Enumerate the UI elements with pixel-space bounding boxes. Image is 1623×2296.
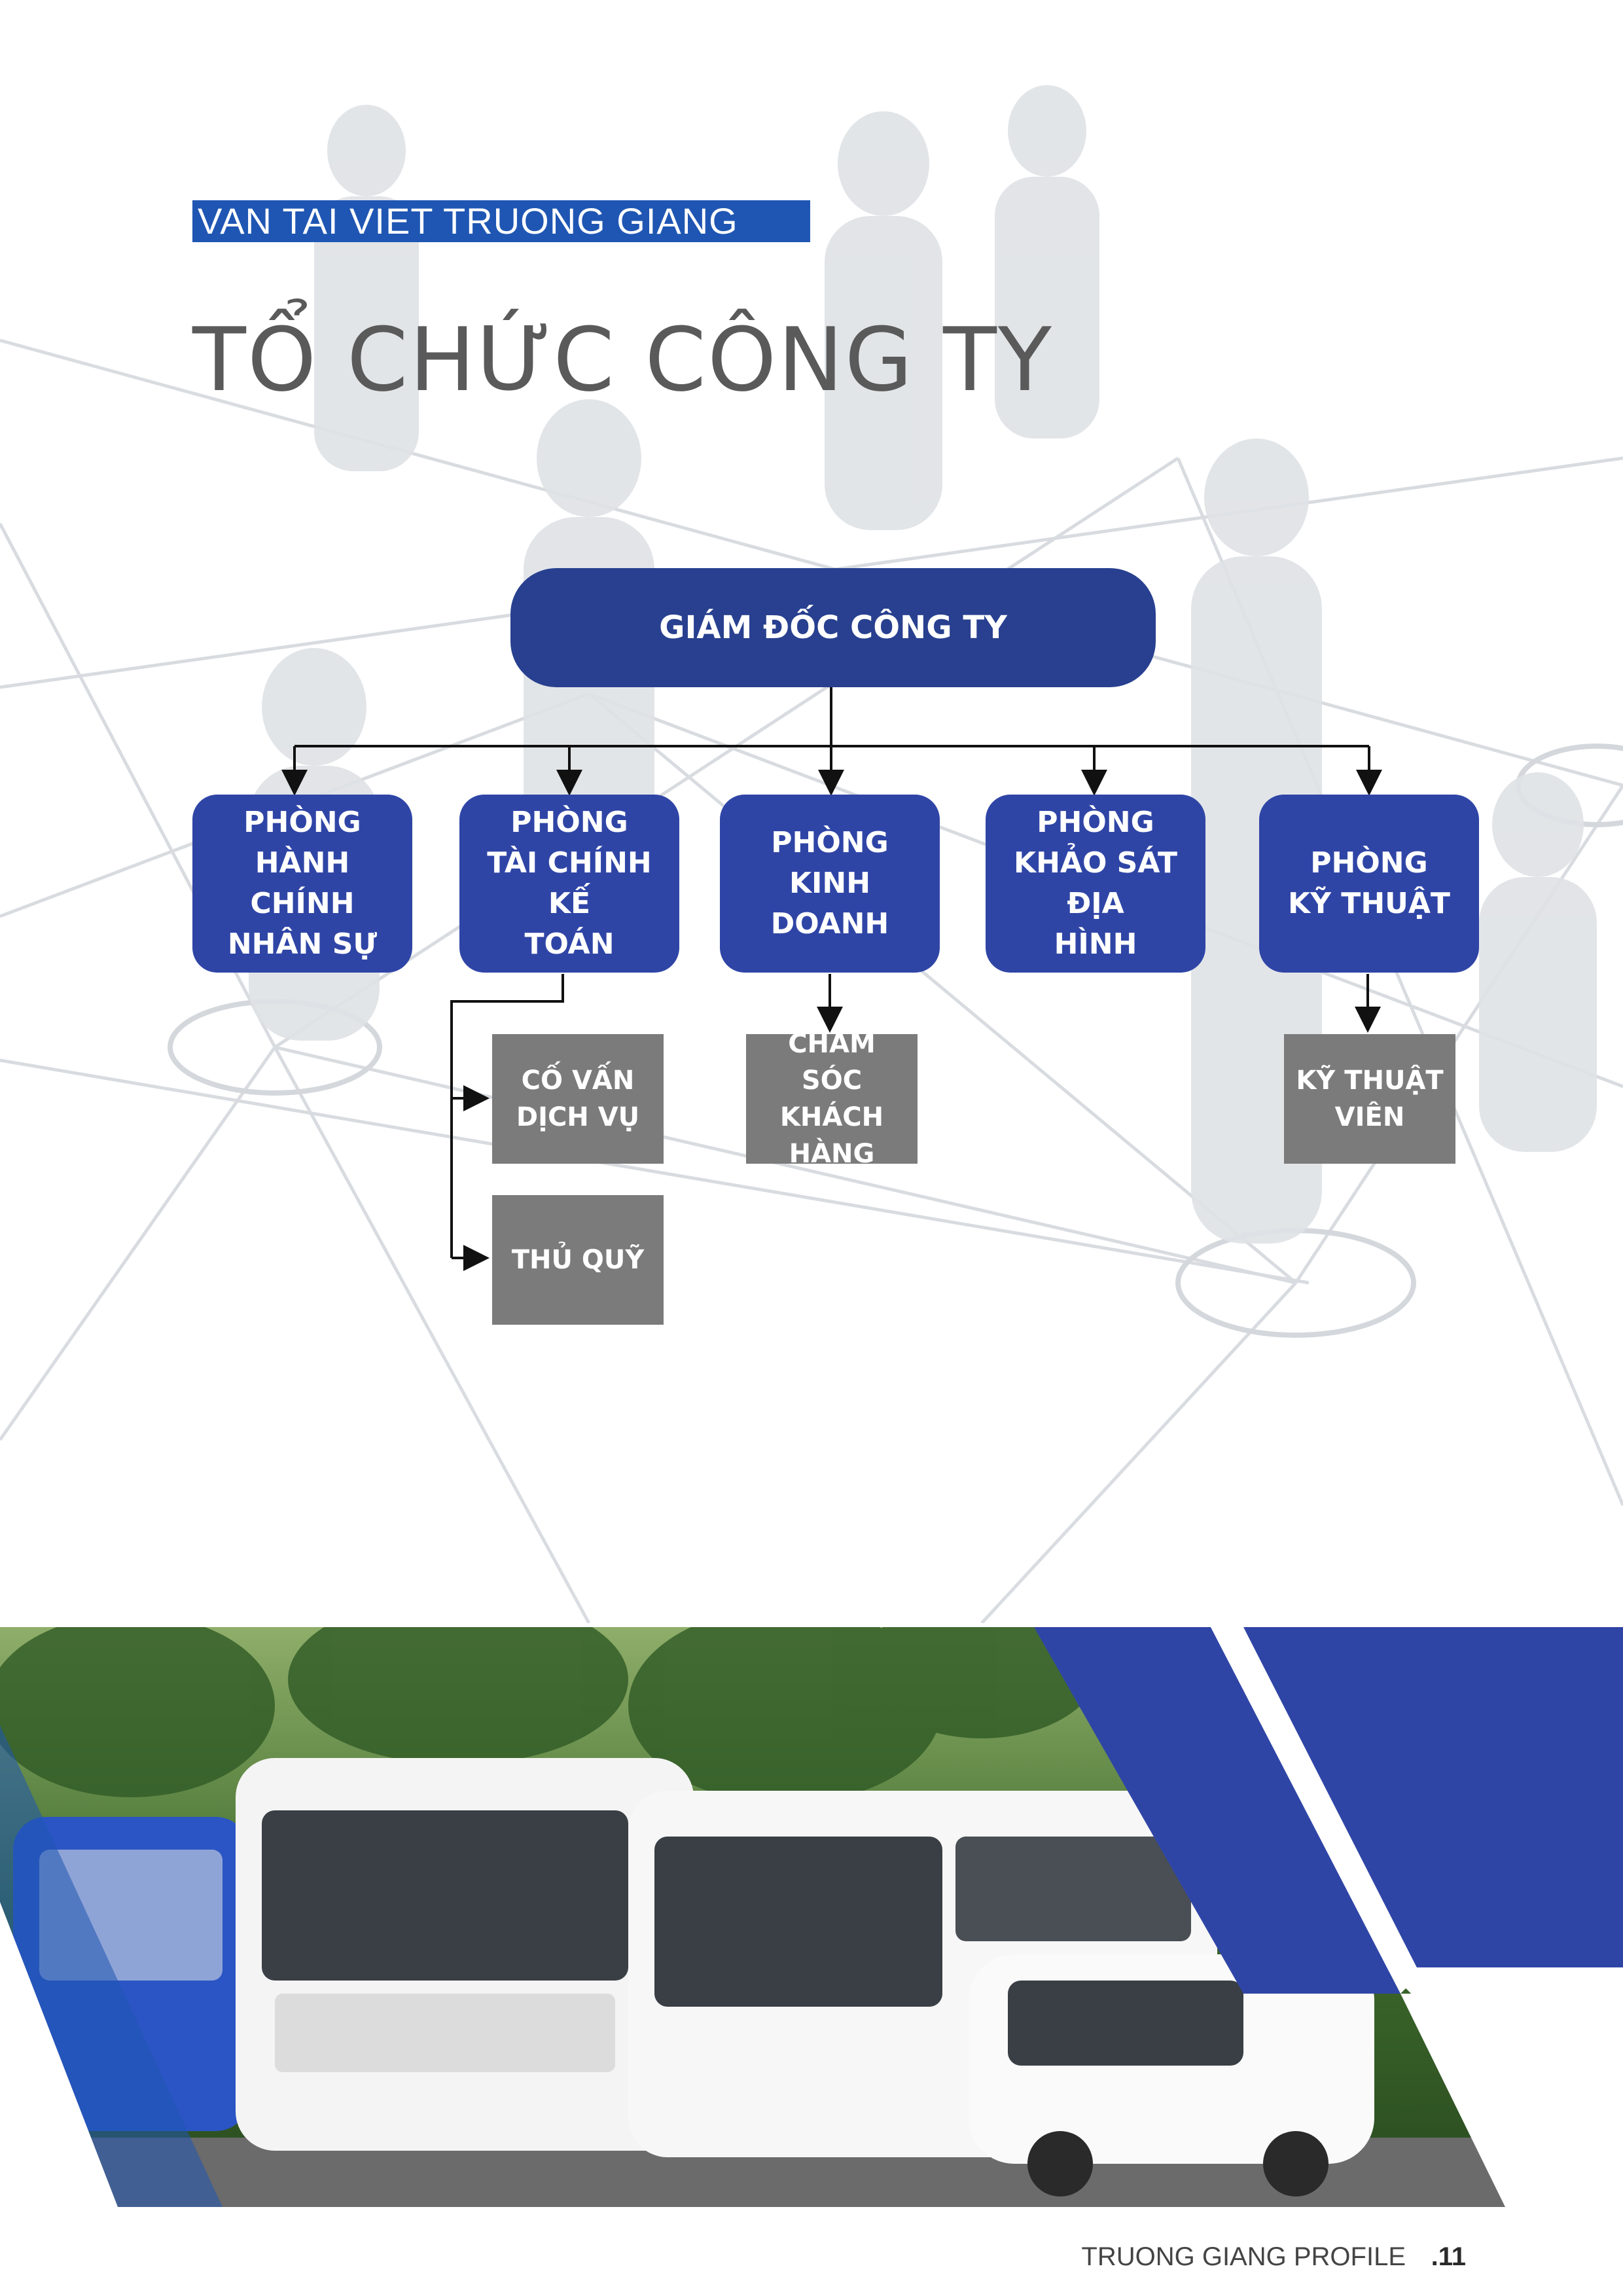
sub-customer-care-box: CHĂM SÓC KHÁCH HÀNG — [746, 1029, 918, 1169]
sub-treasurer-box: THỦ QUỸ — [492, 1195, 664, 1325]
footer-label: TRUONG GIANG PROFILE — [1081, 2242, 1406, 2271]
page-title: TỔ CHỨC CÔNG TY — [192, 309, 1053, 411]
sub-advisory-box: CỐ VẤN DỊCH VỤ — [492, 1034, 664, 1164]
page-number: .11 — [1431, 2242, 1466, 2271]
dept-technical-box: PHÒNG KỸ THUẬT — [1259, 795, 1479, 973]
kicker-banner: VAN TAI VIET TRUONG GIANG — [192, 200, 810, 242]
sub-technician-box: KỸ THUẬT VIÊN — [1284, 1034, 1455, 1164]
bus-fleet-photo — [0, 1627, 1623, 2207]
dept-finance-box: PHÒNG TÀI CHÍNH KẾ TOÁN — [459, 795, 679, 973]
dept-survey-box: PHÒNG KHẢO SÁT ĐỊA HÌNH — [986, 795, 1205, 973]
network-background — [0, 85, 1623, 1623]
director-box: GIÁM ĐỐC CÔNG TY — [510, 568, 1156, 687]
page-footer: TRUONG GIANG PROFILE .11 — [1073, 2238, 1466, 2275]
dept-hr-box: PHÒNG HÀNH CHÍNH NHÂN SỰ — [192, 795, 412, 973]
dept-sales-box: PHÒNG KINH DOANH — [720, 795, 940, 973]
